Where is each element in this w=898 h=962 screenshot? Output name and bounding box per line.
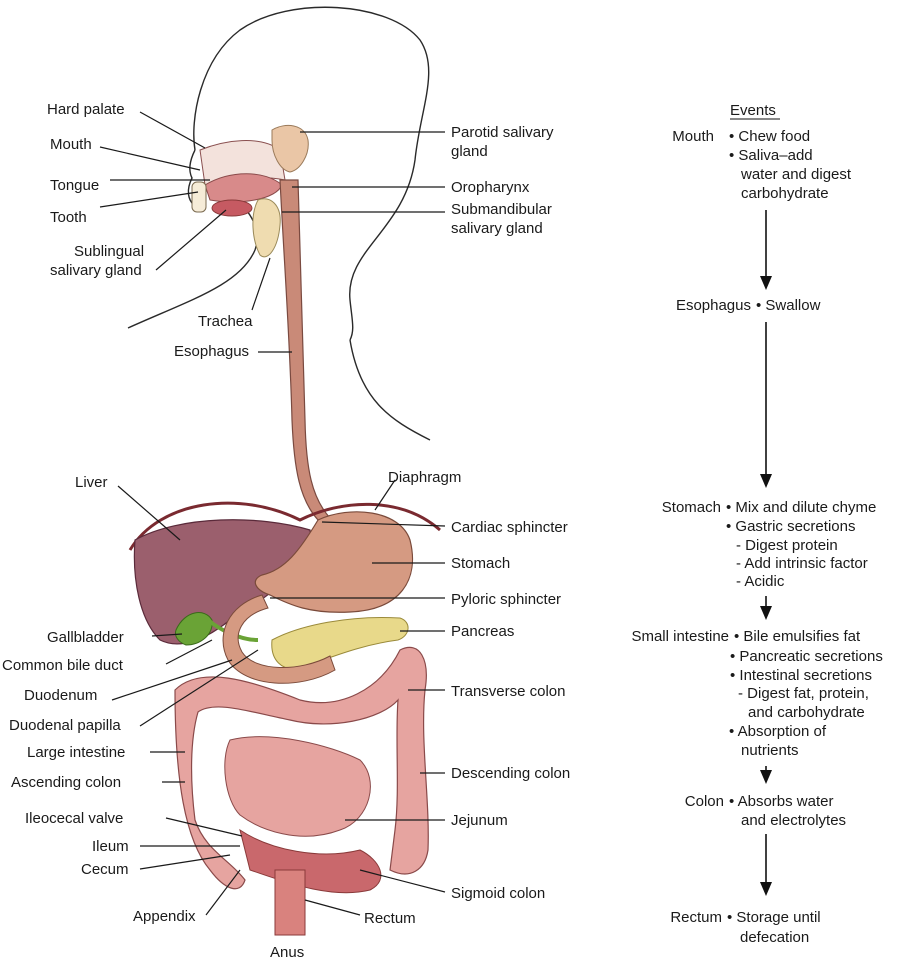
large-intestine-shape — [174, 646, 429, 936]
label-cardiac-sphincter: Cardiac sphincter — [451, 519, 568, 536]
label-common-bile-duct: Common bile duct — [2, 657, 124, 674]
event-small-intestine-line-1: • Bile emulsifies fat — [734, 628, 861, 645]
label-esophagus: Esophagus — [174, 343, 249, 360]
event-stomach-line-4: - Add intrinsic factor — [736, 555, 868, 572]
flow-arrow-3-head — [760, 606, 772, 620]
label-stomach: Stomach — [451, 555, 510, 572]
event-rectum-line-1: • Storage until — [727, 909, 821, 926]
label-parotid-1: Parotid salivary — [451, 124, 554, 141]
anatomy-labels: Hard palate Mouth Tongue Tooth Sublingua… — [2, 101, 570, 961]
event-mouth-line-1: • Chew food — [729, 128, 810, 145]
event-rectum-line-2: defecation — [740, 929, 809, 946]
rectum-shape — [274, 869, 306, 936]
label-rectum: Rectum — [364, 910, 416, 927]
event-esophagus-line-1: • Swallow — [756, 297, 821, 314]
tooth-shape — [191, 181, 207, 213]
event-mouth-line-3: water and digest — [740, 166, 852, 183]
label-large-intestine: Large intestine — [27, 744, 125, 761]
event-small-intestine-line-3: • Intestinal secretions — [730, 667, 872, 684]
event-site-colon: Colon — [685, 793, 724, 810]
label-duodenum: Duodenum — [24, 687, 97, 704]
event-mouth-line-2: • Saliva–add — [729, 147, 813, 164]
parotid-gland-shape — [271, 124, 309, 173]
label-duodenal-papilla: Duodenal papilla — [9, 717, 121, 734]
stomach-shape — [254, 511, 414, 613]
sublingual-gland-shape — [211, 199, 253, 217]
label-sublingual-1: Sublingual — [74, 243, 144, 260]
label-transverse-colon: Transverse colon — [451, 683, 566, 700]
label-pyloric-sphincter: Pyloric sphincter — [451, 591, 561, 608]
event-mouth-line-4: carbohydrate — [741, 185, 829, 202]
label-submandibular-2: salivary gland — [451, 220, 543, 237]
flow-arrow-5-head — [760, 882, 772, 896]
event-small-intestine-line-4: - Digest fat, protein, — [738, 685, 869, 702]
flow-arrow-4-head — [760, 770, 772, 784]
label-jejunum: Jejunum — [451, 812, 508, 829]
label-sigmoid-colon: Sigmoid colon — [451, 885, 545, 902]
label-parotid-2: gland — [451, 143, 488, 160]
event-colon-line-2: and electrolytes — [741, 812, 846, 829]
event-small-intestine-line-2: • Pancreatic secretions — [730, 648, 883, 665]
label-tongue: Tongue — [50, 177, 99, 194]
head-outline — [127, 6, 431, 441]
event-site-esophagus: Esophagus — [676, 297, 751, 314]
event-colon-line-1: • Absorbs water — [729, 793, 833, 810]
event-small-intestine-line-5: and carbohydrate — [748, 704, 865, 721]
event-small-intestine-line-7: nutrients — [741, 742, 799, 759]
event-stomach-line-2: • Gastric secretions — [726, 518, 855, 535]
label-mouth: Mouth — [50, 136, 92, 153]
label-tooth: Tooth — [50, 209, 87, 226]
label-liver: Liver — [75, 474, 108, 491]
label-cecum: Cecum — [81, 861, 129, 878]
label-pancreas: Pancreas — [451, 623, 514, 640]
label-trachea: Trachea — [198, 313, 253, 330]
label-descending-colon: Descending colon — [451, 765, 570, 782]
label-ileum: Ileum — [92, 838, 129, 855]
submandibular-gland-shape — [252, 198, 281, 258]
label-diaphragm: Diaphragm — [388, 469, 461, 486]
event-site-stomach: Stomach — [662, 499, 721, 516]
event-stomach-line-1: • Mix and dilute chyme — [726, 499, 876, 516]
flow-arrow-1-head — [760, 276, 772, 290]
label-appendix: Appendix — [133, 908, 196, 925]
label-anus: Anus — [270, 944, 304, 961]
events-heading: Events — [730, 102, 776, 119]
flow-arrow-2-head — [760, 474, 772, 488]
pancreas-shape — [271, 617, 409, 670]
label-sublingual-2: salivary gland — [50, 262, 142, 279]
event-site-rectum: Rectum — [670, 909, 722, 926]
event-stomach-line-3: - Digest protein — [736, 537, 838, 554]
leader-lines — [99, 111, 446, 916]
esophagus-shape — [279, 179, 332, 521]
duodenum-shape — [222, 594, 336, 684]
mouth-region — [191, 124, 309, 258]
label-ascending-colon: Ascending colon — [11, 774, 121, 791]
event-small-intestine-line-6: • Absorption of — [729, 723, 827, 740]
gallbladder-shape — [175, 612, 213, 646]
label-oropharynx: Oropharynx — [451, 179, 530, 196]
event-stomach-line-5: - Acidic — [736, 573, 785, 590]
diaphragm-line — [128, 501, 441, 551]
event-site-small-intestine: Small intestine — [631, 628, 729, 645]
label-hard-palate: Hard palate — [47, 101, 125, 118]
events-flow: Events Mouth • Chew food • Saliva–add wa… — [631, 102, 882, 946]
event-site-mouth: Mouth — [672, 128, 714, 145]
label-gallbladder: Gallbladder — [47, 629, 124, 646]
label-submandibular-1: Submandibular — [451, 201, 552, 218]
label-ileocecal-valve: Ileocecal valve — [25, 810, 123, 827]
